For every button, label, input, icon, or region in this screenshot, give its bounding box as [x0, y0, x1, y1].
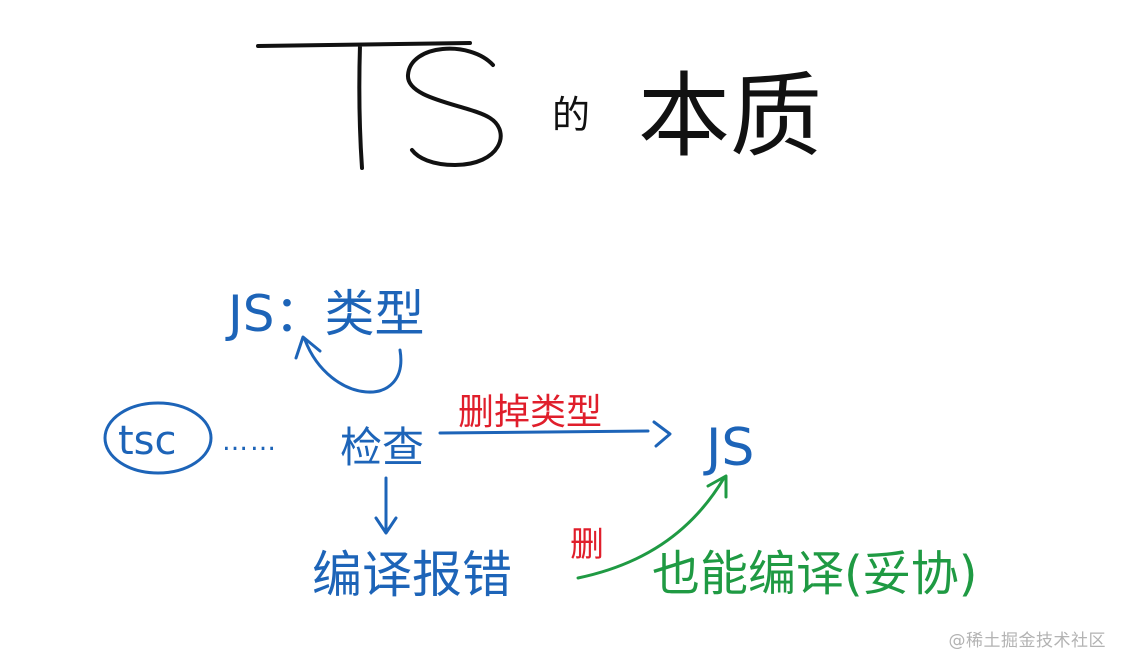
title-small-char: 的 — [552, 93, 590, 137]
remove-types-label: 删掉类型 — [458, 392, 602, 433]
title-t-stroke — [256, 41, 472, 170]
compile-error-label: 编译报错 — [312, 546, 512, 604]
curve-arrowhead — [294, 335, 322, 360]
curve-arrow-to-js-types — [303, 338, 403, 394]
title-s-stroke — [406, 46, 503, 168]
watermark-text: @稀土掘金技术社区 — [948, 631, 1106, 651]
title-group: 的 本质 — [256, 41, 822, 170]
arrowhead-check-to-error — [374, 516, 398, 535]
delete-mark-label: 删 — [570, 525, 604, 565]
js-output-label: JS — [703, 418, 754, 478]
check-label: 检查 — [340, 423, 424, 472]
tsc-label: tsc — [118, 418, 177, 464]
title-cjk-text: 本质 — [638, 63, 822, 170]
also-compile-label: 也能编译(妥协) — [652, 546, 977, 602]
js-types-label: JS：类型 — [225, 285, 424, 343]
arrowhead-check-to-js — [652, 420, 672, 448]
dotted-leader: …… — [222, 427, 278, 457]
arrow-error-to-js — [576, 476, 726, 580]
tsc-circle — [103, 401, 213, 475]
arrowhead-error-to-js — [706, 474, 728, 499]
arrow-check-to-js — [438, 429, 650, 435]
